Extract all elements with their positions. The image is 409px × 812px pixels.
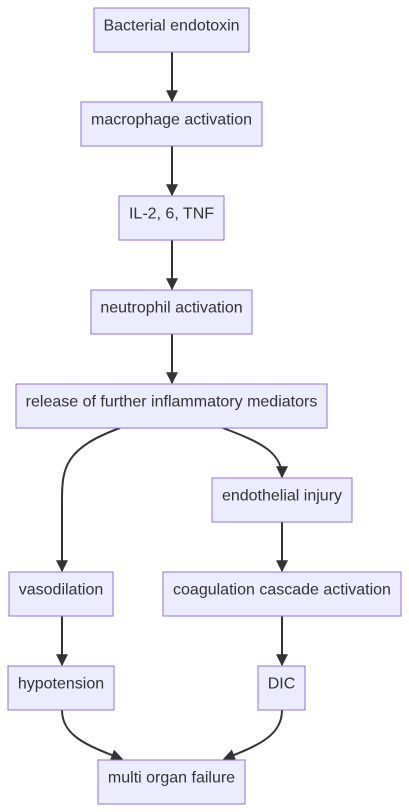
node-hypotension-label: hypotension: [18, 676, 104, 693]
node-endothelial-injury: endothelial injury: [211, 477, 353, 523]
edge-hypotension-failure: [61, 709, 124, 761]
node-macrophage-activation: macrophage activation: [80, 101, 263, 147]
node-macrophage-activation-label: macrophage activation: [91, 112, 252, 129]
node-bacterial-endotoxin: Bacterial endotoxin: [93, 7, 250, 53]
node-neutrophil-activation-label: neutrophil activation: [100, 300, 242, 317]
node-bacterial-endotoxin-label: Bacterial endotoxin: [103, 18, 239, 35]
edge-mediators-endothelial: [222, 427, 288, 479]
edge-mediators-vasodilation: [56, 427, 121, 573]
node-vasodilation: vasodilation: [8, 571, 114, 617]
node-coagulation-cascade-label: coagulation cascade activation: [173, 582, 391, 599]
node-inflammatory-mediators-label: release of further inflammatory mediator…: [26, 394, 318, 411]
node-dic-label: DIC: [268, 676, 296, 693]
node-cytokines: IL-2, 6, TNF: [118, 195, 225, 241]
node-endothelial-injury-label: endothelial injury: [222, 488, 342, 505]
node-cytokines-label: IL-2, 6, TNF: [129, 206, 214, 223]
node-multi-organ-failure-label: multi organ failure: [108, 770, 235, 787]
edges: [56, 52, 288, 761]
node-multi-organ-failure: multi organ failure: [97, 759, 246, 805]
node-hypotension: hypotension: [7, 665, 115, 711]
node-neutrophil-activation: neutrophil activation: [90, 289, 253, 335]
node-coagulation-cascade: coagulation cascade activation: [162, 571, 402, 617]
node-inflammatory-mediators: release of further inflammatory mediator…: [15, 383, 328, 429]
edge-dic-failure: [222, 709, 283, 761]
node-vasodilation-label: vasodilation: [19, 582, 104, 599]
node-dic: DIC: [257, 665, 306, 711]
